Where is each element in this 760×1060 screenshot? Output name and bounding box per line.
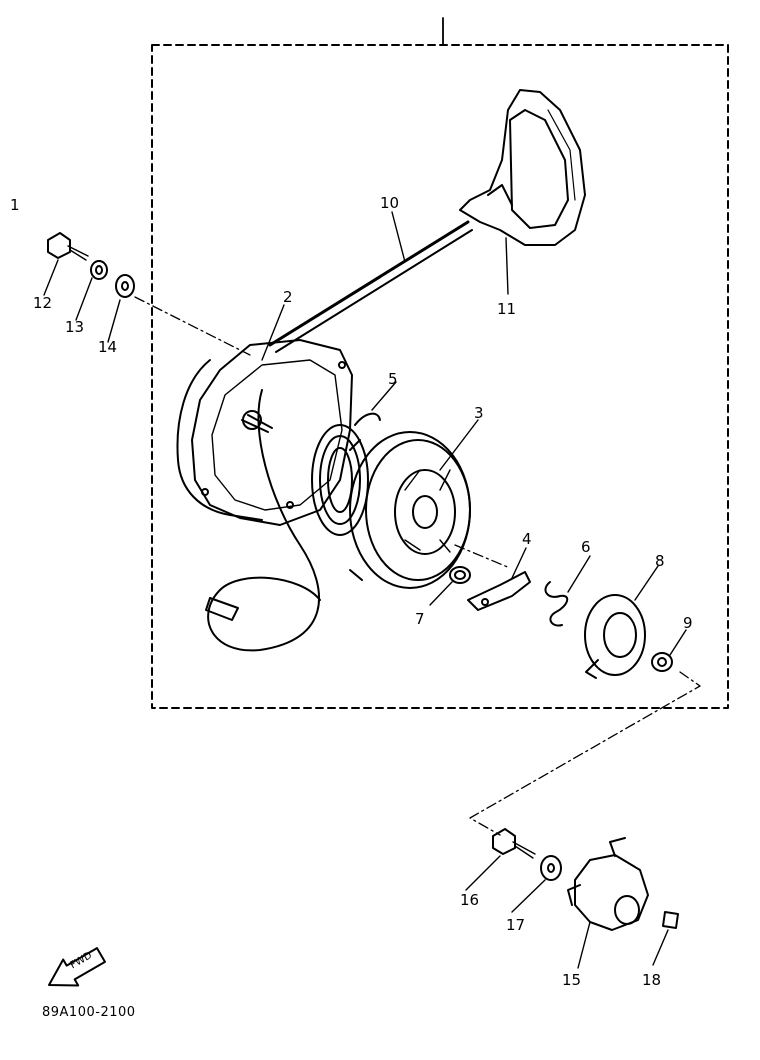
- forward-arrow: [48, 947, 106, 987]
- sheave-drum: [349, 431, 471, 589]
- callout-3: 3: [474, 404, 484, 422]
- assembly-boundary: [151, 17, 729, 709]
- diagram-code: 89A100-2100: [42, 1005, 136, 1020]
- callout-16: 16: [460, 891, 479, 909]
- washer-lower: [540, 855, 562, 881]
- starter-case: [176, 339, 353, 526]
- callout-2: 2: [283, 288, 293, 306]
- callout-10: 10: [380, 194, 399, 212]
- pawl-spring: [449, 566, 471, 584]
- callout-6: 6: [581, 538, 591, 556]
- callout-18: 18: [642, 971, 661, 989]
- callout-4: 4: [522, 530, 532, 548]
- leader-lines: [43, 211, 687, 969]
- alignment-lines: [134, 296, 701, 836]
- callout-7: 7: [415, 610, 425, 628]
- friction-plate: [584, 594, 646, 679]
- callout-13: 13: [65, 318, 84, 336]
- callout-11: 11: [497, 300, 516, 318]
- pawl: [467, 571, 531, 611]
- starter-handle: [459, 89, 586, 246]
- recoil-spring: [311, 412, 381, 536]
- callout-15: 15: [562, 971, 581, 989]
- callout-17: 17: [506, 916, 525, 934]
- nut: [651, 652, 673, 672]
- spring-washer: [90, 260, 108, 280]
- callout-8: 8: [655, 552, 665, 570]
- return-spring-clip: [544, 581, 569, 627]
- callout-12: 12: [33, 294, 52, 312]
- callout-14: 14: [98, 338, 117, 356]
- dowel-pin: [662, 911, 679, 929]
- drive-plate: [567, 837, 649, 931]
- callout-5: 5: [388, 370, 398, 388]
- starter-rope: [205, 220, 473, 652]
- fwd-label: FWD: [68, 950, 94, 971]
- bolt-lower: [492, 828, 536, 859]
- callout-9: 9: [683, 614, 693, 632]
- callout-1: 1: [10, 196, 20, 214]
- bolt: [47, 232, 89, 261]
- washer: [115, 274, 135, 298]
